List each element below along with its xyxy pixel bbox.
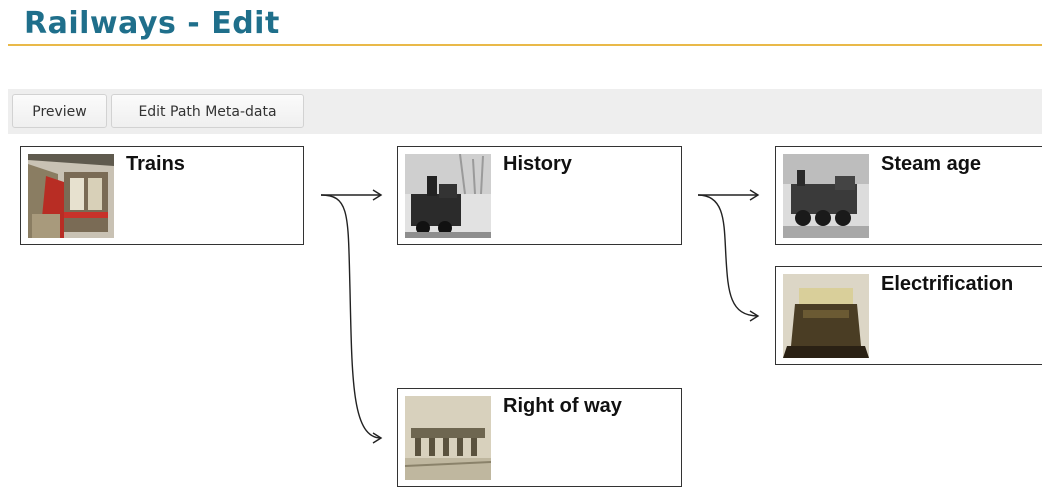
preview-button[interactable]: Preview	[12, 94, 107, 128]
arrowhead-icon	[372, 432, 383, 444]
node-right-of-way[interactable]: Right of way	[397, 388, 682, 487]
arrowhead-icon	[749, 310, 760, 322]
connector-trains-right-of-way	[320, 194, 382, 439]
node-label: Steam age	[881, 153, 982, 175]
electric-car-model-photo-icon	[783, 274, 869, 358]
node-label: Electrification	[881, 273, 1014, 295]
title-divider	[8, 44, 1042, 46]
steam-locomotive-photo-icon	[405, 154, 491, 238]
train-interior-photo-icon	[28, 154, 114, 238]
node-trains[interactable]: Trains	[20, 146, 304, 245]
connector-history-electrification	[697, 194, 759, 317]
arrowhead-icon	[749, 189, 760, 201]
node-label: Trains	[126, 153, 185, 175]
toolbar: Preview Edit Path Meta-data	[8, 89, 1042, 134]
page-title: Railways - Edit	[24, 6, 280, 41]
node-steam-age[interactable]: Steam age	[775, 146, 1042, 245]
arrowhead-icon	[372, 189, 383, 201]
viaduct-photo-icon	[405, 396, 491, 480]
node-label: History	[503, 153, 572, 175]
edit-path-meta-data-button[interactable]: Edit Path Meta-data	[111, 94, 304, 128]
node-history[interactable]: History	[397, 146, 682, 245]
node-electrification[interactable]: Electrification	[775, 266, 1042, 365]
old-locomotive-photo-icon	[783, 154, 869, 238]
node-label: Right of way	[503, 395, 622, 417]
